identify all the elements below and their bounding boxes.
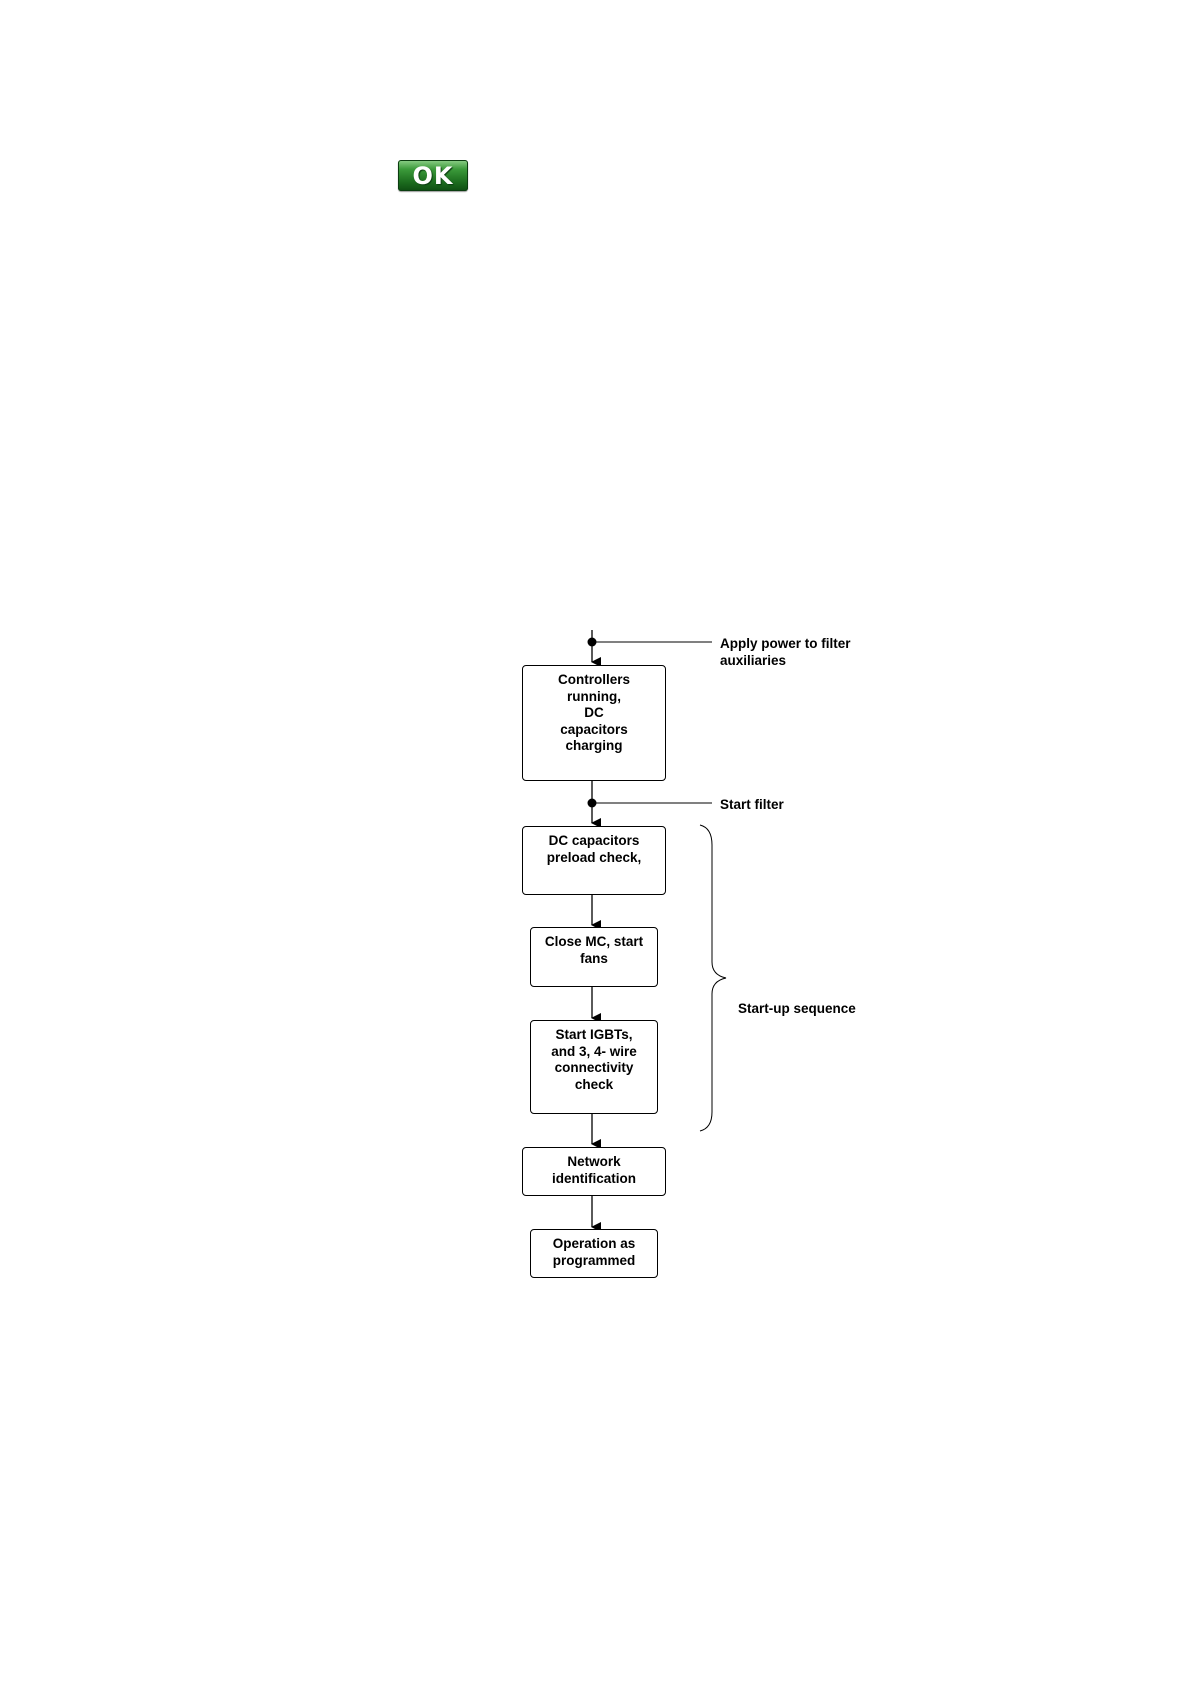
step-operation-as-programmed: Operation as programmed	[530, 1229, 658, 1278]
step-close-mc-start-fans: Close MC, start fans	[530, 927, 658, 987]
start-filter-label: Start filter	[720, 797, 784, 814]
step-start-igbts: Start IGBTs, and 3, 4- wire connectivity…	[530, 1020, 658, 1114]
startup-sequence-label: Start-up sequence	[738, 1001, 856, 1018]
startup-sequence-brace	[700, 825, 726, 1131]
step-network-identification: Network identification	[522, 1147, 666, 1196]
step-dc-capacitors-preload: DC capacitors preload check,	[522, 826, 666, 895]
apply-power-label: Apply power to filter auxiliaries	[720, 636, 851, 669]
step-controllers-running: Controllers running, DC capacitors charg…	[522, 665, 666, 781]
